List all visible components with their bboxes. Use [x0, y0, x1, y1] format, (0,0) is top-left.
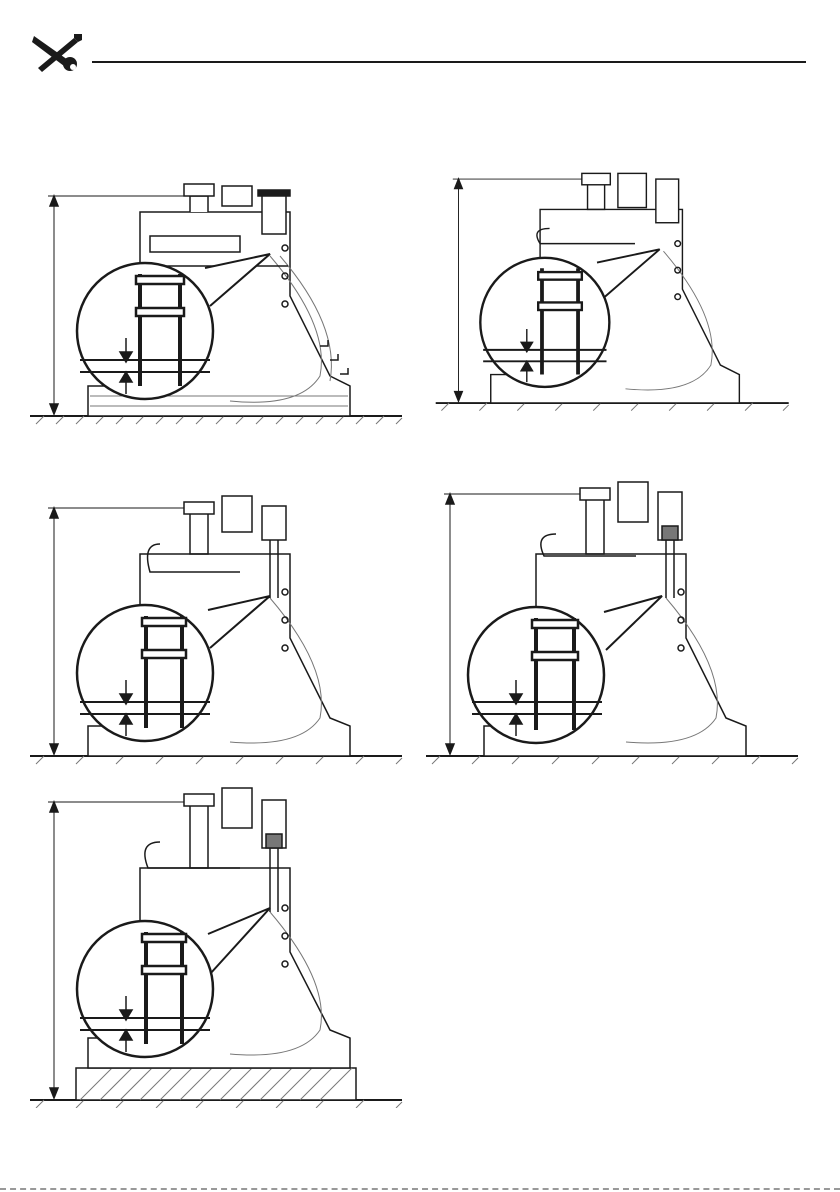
wrench-screwdriver-icon [28, 30, 84, 74]
floor-hatch [36, 416, 402, 424]
header-rule [92, 61, 806, 63]
valve-diagram [426, 474, 806, 766]
installation-figure-5 [30, 784, 410, 1108]
installation-figure-2 [426, 162, 806, 422]
installation-figure-3 [30, 488, 410, 766]
installation-figure-4 [426, 474, 806, 766]
valve-diagram [30, 784, 410, 1108]
valve-diagram [30, 488, 410, 766]
valve-diagram [30, 176, 410, 436]
footer-rule [0, 1188, 840, 1190]
valve-diagram [426, 162, 806, 422]
installation-figure-1 [30, 176, 410, 436]
